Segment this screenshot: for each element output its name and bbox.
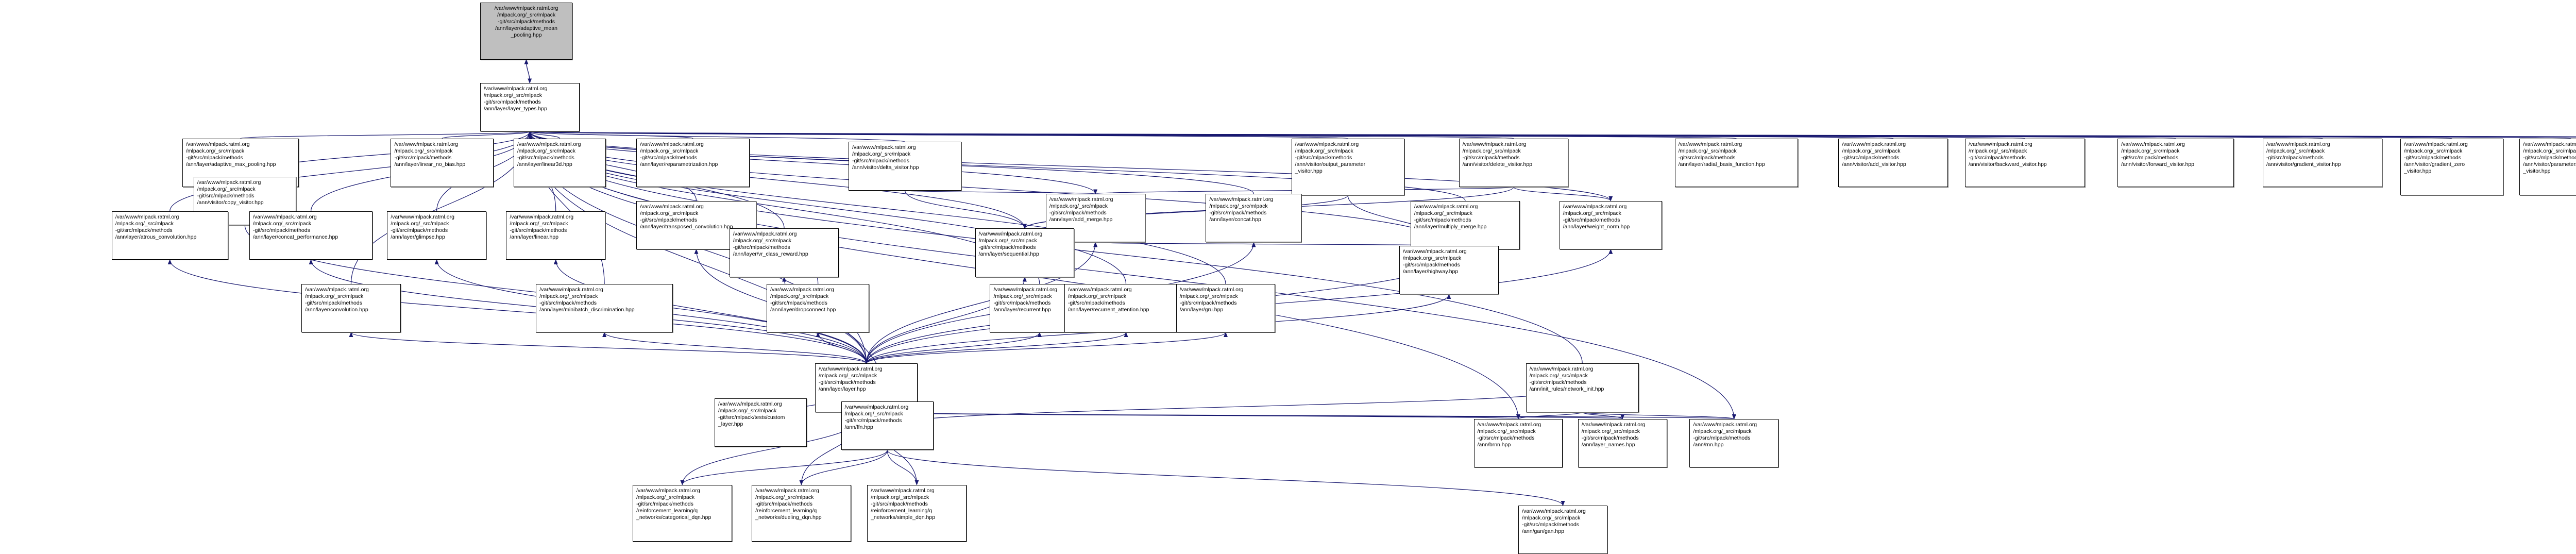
graph-node-gru[interactable]: /var/www/mlpack.ratml.org /mlpack.org/_s… [1176,283,1276,332]
graph-node-dueling-dqn[interactable]: /var/www/mlpack.ratml.org /mlpack.org/_s… [752,484,851,542]
graph-node-forward-visitor[interactable]: /var/www/mlpack.ratml.org /mlpack.org/_s… [2117,138,2234,187]
graph-node-delta-visitor[interactable]: /var/www/mlpack.ratml.org /mlpack.org/_s… [848,142,962,191]
graph-node-adaptive-mean-pooling: /var/www/mlpack.ratml.org /mlpack.org/_s… [480,3,573,60]
graph-edge-layer-to-convolution [349,332,867,364]
graph-edge-ffn-to-gan [887,450,1565,506]
graph-node-delete-visitor[interactable]: /var/www/mlpack.ratml.org /mlpack.org/_s… [1459,138,1569,187]
graph-node-sequential[interactable]: /var/www/mlpack.ratml.org /mlpack.org/_s… [975,228,1075,277]
graph-node-reparametrization[interactable]: /var/www/mlpack.ratml.org /mlpack.org/_s… [636,138,750,187]
graph-edge-add-merge-to-layer-types [528,131,1096,194]
graph-node-linear-no-bias[interactable]: /var/www/mlpack.ratml.org /mlpack.org/_s… [391,138,494,187]
graph-node-output-parameter-visitor[interactable]: /var/www/mlpack.ratml.org /mlpack.org/_s… [1291,138,1404,195]
graph-edge-delta-visitor-to-layer-types [528,131,906,143]
graph-edge-layer-to-gru [866,332,1228,364]
graph-edge-ffn-to-dueling-dqn [799,450,888,485]
graph-node-network-init[interactable]: /var/www/mlpack.ratml.org /mlpack.org/_s… [1526,363,1639,412]
graph-node-convolution[interactable]: /var/www/mlpack.ratml.org /mlpack.org/_s… [301,283,401,332]
graph-edge-reset-cell-visitor-to-layer-types [529,131,2576,137]
graph-edge-layer-to-dropconnect [816,332,867,364]
graph-node-simple-dqn[interactable]: /var/www/mlpack.ratml.org /mlpack.org/_s… [867,484,967,542]
graph-edge-network-init-to-layer-names [1582,411,1625,419]
graph-node-parameters-set-visitor[interactable]: /var/www/mlpack.ratml.org /mlpack.org/_s… [2519,138,2576,195]
graph-edge-layer-to-recurrent-attention [866,332,1128,364]
graph-edge-rnn-to-layer-types [528,131,1735,419]
graph-node-custom-layer[interactable]: /var/www/mlpack.ratml.org /mlpack.org/_s… [714,398,807,447]
graph-node-highway[interactable]: /var/www/mlpack.ratml.org /mlpack.org/_s… [1399,246,1499,295]
graph-node-rnn[interactable]: /var/www/mlpack.ratml.org /mlpack.org/_s… [1689,418,1779,468]
graph-edge-layer-to-add-merge [866,242,1098,364]
graph-node-concat-performance[interactable]: /var/www/mlpack.ratml.org /mlpack.org/_s… [249,211,373,260]
graph-edge-layer-to-atrous-convolution [167,259,867,364]
graph-node-weight-norm[interactable]: /var/www/mlpack.ratml.org /mlpack.org/_s… [1559,200,1662,249]
graph-node-concat[interactable]: /var/www/mlpack.ratml.org /mlpack.org/_s… [1206,194,1302,243]
graph-edge-adaptive-max-pooling-to-layer-types [240,131,532,139]
graph-node-layer-names[interactable]: /var/www/mlpack.ratml.org /mlpack.org/_s… [1578,418,1667,468]
graph-edge-atrous-convolution-to-layer-types [170,131,532,211]
graph-edge-delta-visitor-to-sequential [905,190,1027,229]
graph-node-backward-visitor[interactable]: /var/www/mlpack.ratml.org /mlpack.org/_s… [1965,138,2085,187]
graph-node-gan[interactable]: /var/www/mlpack.ratml.org /mlpack.org/_s… [1518,505,1607,554]
graph-node-gradient-zero-visitor[interactable]: /var/www/mlpack.ratml.org /mlpack.org/_s… [2400,138,2503,195]
graph-edge-output-parameter-visitor-to-sequential [1023,195,1348,229]
graph-node-radial-basis-function[interactable]: /var/www/mlpack.ratml.org /mlpack.org/_s… [1674,138,1798,187]
graph-node-layer-types[interactable]: /var/www/mlpack.ratml.org /mlpack.org/_s… [480,83,580,132]
graph-node-dropconnect[interactable]: /var/www/mlpack.ratml.org /mlpack.org/_s… [767,283,870,332]
graph-node-vr-class-reward[interactable]: /var/www/mlpack.ratml.org /mlpack.org/_s… [729,228,839,277]
graph-edge-layer-to-linear [553,259,867,364]
graph-node-add-visitor[interactable]: /var/www/mlpack.ratml.org /mlpack.org/_s… [1838,138,1948,187]
graph-node-glimpse[interactable]: /var/www/mlpack.ratml.org /mlpack.org/_s… [387,211,486,260]
graph-edge-delete-visitor-to-weight-norm [1513,187,1613,202]
graph-node-atrous-convolution[interactable]: /var/www/mlpack.ratml.org /mlpack.org/_s… [111,211,228,260]
graph-edge-network-init-to-rnn [1582,411,1736,419]
graph-edge-network-init-to-brnn [1516,411,1583,419]
graph-edge-adaptive-mean-pooling-to-layer-types [526,59,532,84]
graph-node-multiply-merge[interactable]: /var/www/mlpack.ratml.org /mlpack.org/_s… [1410,200,1520,249]
graph-node-categorical-dqn[interactable]: /var/www/mlpack.ratml.org /mlpack.org/_s… [632,484,732,542]
graph-node-recurrent-attention[interactable]: /var/www/mlpack.ratml.org /mlpack.org/_s… [1064,283,1188,332]
graph-edge-layer-to-minibatch-discrimination [602,332,867,364]
graph-node-brnn[interactable]: /var/www/mlpack.ratml.org /mlpack.org/_s… [1473,418,1563,468]
graph-node-ffn[interactable]: /var/www/mlpack.ratml.org /mlpack.org/_s… [841,401,934,450]
graph-node-linear[interactable]: /var/www/mlpack.ratml.org /mlpack.org/_s… [506,211,606,260]
graph-edge-linear-no-bias-to-layer-types [442,131,532,139]
graph-node-linear3d[interactable]: /var/www/mlpack.ratml.org /mlpack.org/_s… [513,138,606,187]
graph-edge-layer-to-recurrent [866,332,1042,364]
graph-edge-delta-visitor-to-add-merge [905,189,1097,195]
graph-node-gradient-visitor[interactable]: /var/www/mlpack.ratml.org /mlpack.org/_s… [2262,138,2383,187]
graph-node-minibatch-discrimination[interactable]: /var/www/mlpack.ratml.org /mlpack.org/_s… [536,283,673,332]
graph-edge-ffn-to-simple-dqn [887,450,919,485]
graph-edge-ffn-to-categorical-dqn [680,450,888,485]
